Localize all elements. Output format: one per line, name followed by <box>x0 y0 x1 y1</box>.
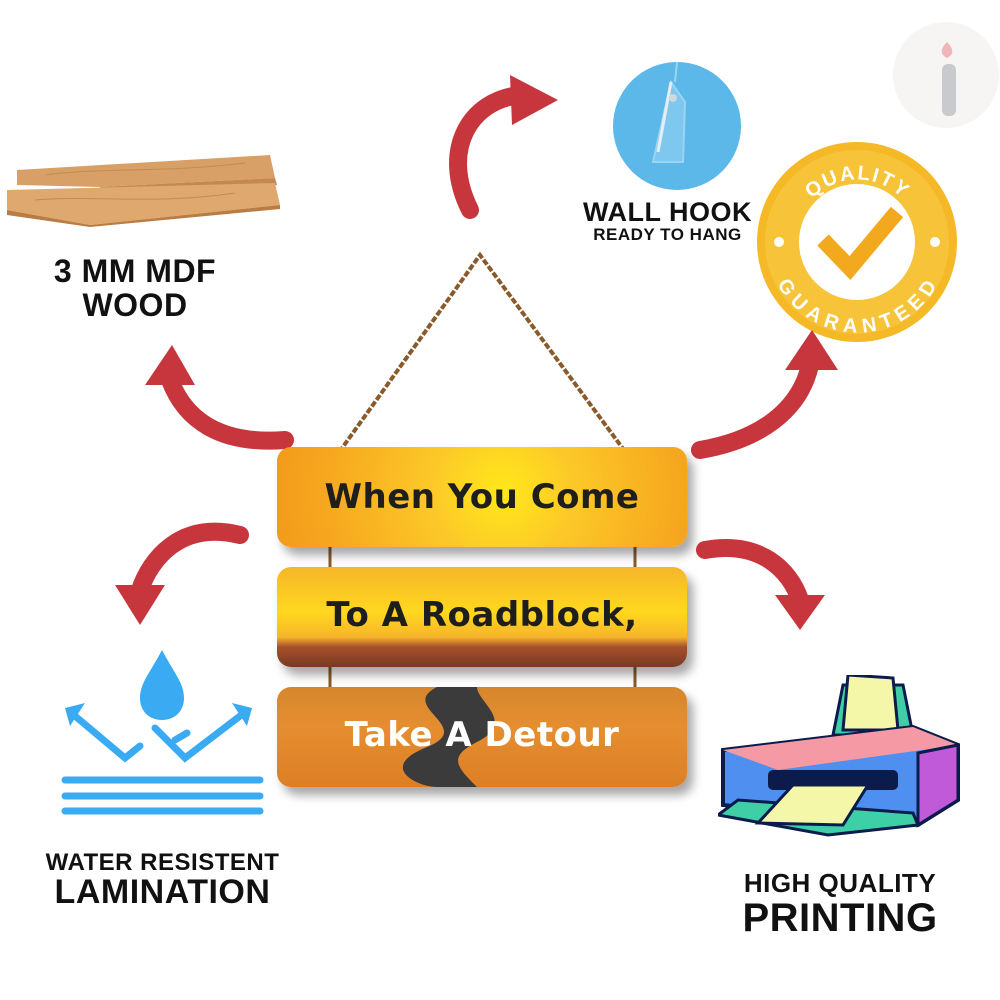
arrow-to-hook <box>449 86 529 219</box>
water-label: WATER RESISTENT LAMINATION <box>30 850 295 911</box>
quality-badge: QUALITY GUARANTEED <box>755 140 960 345</box>
printing-label: HIGH QUALITY PRINTING <box>725 868 955 941</box>
water-label-line1: WATER RESISTENT <box>45 849 280 876</box>
sign-board-1: When You Come <box>277 447 687 547</box>
sign-text-3: Take A Detour <box>344 715 620 755</box>
info-logo-icon <box>941 42 956 116</box>
wall-hook-icon <box>613 61 741 190</box>
printing-label-line2: PRINTING <box>742 896 938 941</box>
hook-label-line2: READY TO HANG <box>593 225 742 245</box>
sign-board-3: Take A Detour <box>277 687 687 787</box>
brand-logo <box>893 22 999 128</box>
hook-label-line1: WALL HOOK <box>583 197 752 227</box>
water-drop-icon <box>61 650 264 815</box>
wood-label: 3 MM MDF WOOD <box>20 253 250 323</box>
wood-label-line1: 3 MM MDF <box>53 253 217 289</box>
printing-label-line1: HIGH QUALITY <box>743 868 937 898</box>
hook-label: WALL HOOK READY TO HANG <box>575 198 760 244</box>
printer-icon <box>718 675 960 837</box>
arrow-to-water <box>131 522 249 599</box>
sign-board-2: To A Roadblock, <box>277 567 687 667</box>
wood-label-line2: WOOD <box>82 286 188 323</box>
wood-planks-icon <box>7 155 280 227</box>
arrow-to-printing <box>696 539 809 609</box>
sign-text-2: To A Roadblock, <box>326 595 638 635</box>
sign-text-1: When You Come <box>324 477 640 517</box>
water-label-line2: LAMINATION <box>54 873 271 912</box>
arrow-to-quality <box>691 356 819 459</box>
quality-badge-icon: QUALITY GUARANTEED <box>757 142 957 342</box>
arrow-to-wood <box>161 371 294 450</box>
